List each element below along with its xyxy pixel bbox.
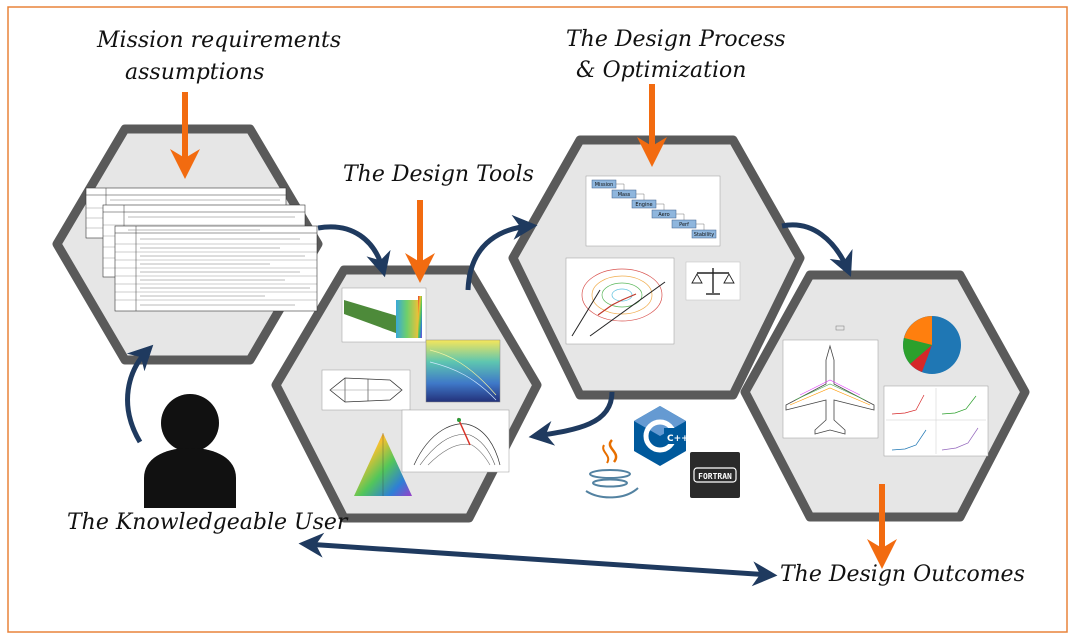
- dsm-box-label: Engine: [635, 202, 652, 208]
- java-logo-icon: [585, 439, 639, 499]
- dsm-connector: [696, 223, 705, 230]
- cpp-logo-icon: C++: [634, 406, 689, 466]
- cpp-logo-text: C++: [667, 434, 689, 444]
- user-label: The Knowledgeable User: [67, 510, 349, 535]
- user-to-mission-arrow: [125, 344, 154, 444]
- dsm-connector: [656, 203, 665, 210]
- color-cone-image: [354, 433, 412, 496]
- flight-envelope-plot: [401, 409, 510, 473]
- dsm-connector: [676, 213, 685, 220]
- mission-label-line2: assumptions: [125, 60, 264, 85]
- fortran-logo-icon: FORTRAN: [690, 452, 740, 498]
- optimization-contour-plot: [565, 257, 675, 345]
- dsm-connector: [636, 193, 645, 200]
- mission-label-line1: Mission requirements: [96, 28, 341, 53]
- outcomes-label: The Design Outcomes: [780, 562, 1025, 587]
- user-outcomes-feedback-arrow: [298, 532, 778, 587]
- cfd-wing-image: [341, 287, 427, 343]
- tools-to-process-arrow: [465, 214, 538, 291]
- performance-plot-grid: [883, 385, 989, 457]
- dsm-box-label: Aero: [658, 212, 669, 218]
- process-label-line2: & Optimization: [576, 58, 746, 83]
- fortran-logo-text: FORTRAN: [698, 472, 732, 481]
- mission-requirements-table: [85, 187, 318, 312]
- pie-chart-icon: [903, 316, 961, 374]
- dsm-connector: [616, 183, 625, 190]
- process-to-outcomes-arrow: [781, 222, 853, 277]
- process-label-line1: The Design Process: [566, 27, 786, 52]
- mission-to-tools-arrow: [317, 224, 391, 278]
- user-silhouette-icon: [144, 394, 236, 508]
- airplane-planform-image: [782, 325, 879, 439]
- process-to-tools-arrow: [528, 391, 615, 446]
- dsm-box-label: Mass: [618, 192, 631, 198]
- dsm-box-label: Perf: [679, 222, 689, 228]
- engine-schematic-image: [321, 369, 411, 411]
- tools-label: The Design Tools: [343, 162, 534, 187]
- contour-plot-image: [425, 339, 501, 403]
- dsm-box-label: Mission: [595, 182, 614, 188]
- scales-icon: [685, 261, 741, 301]
- dsm-box-label: Stability: [694, 232, 715, 238]
